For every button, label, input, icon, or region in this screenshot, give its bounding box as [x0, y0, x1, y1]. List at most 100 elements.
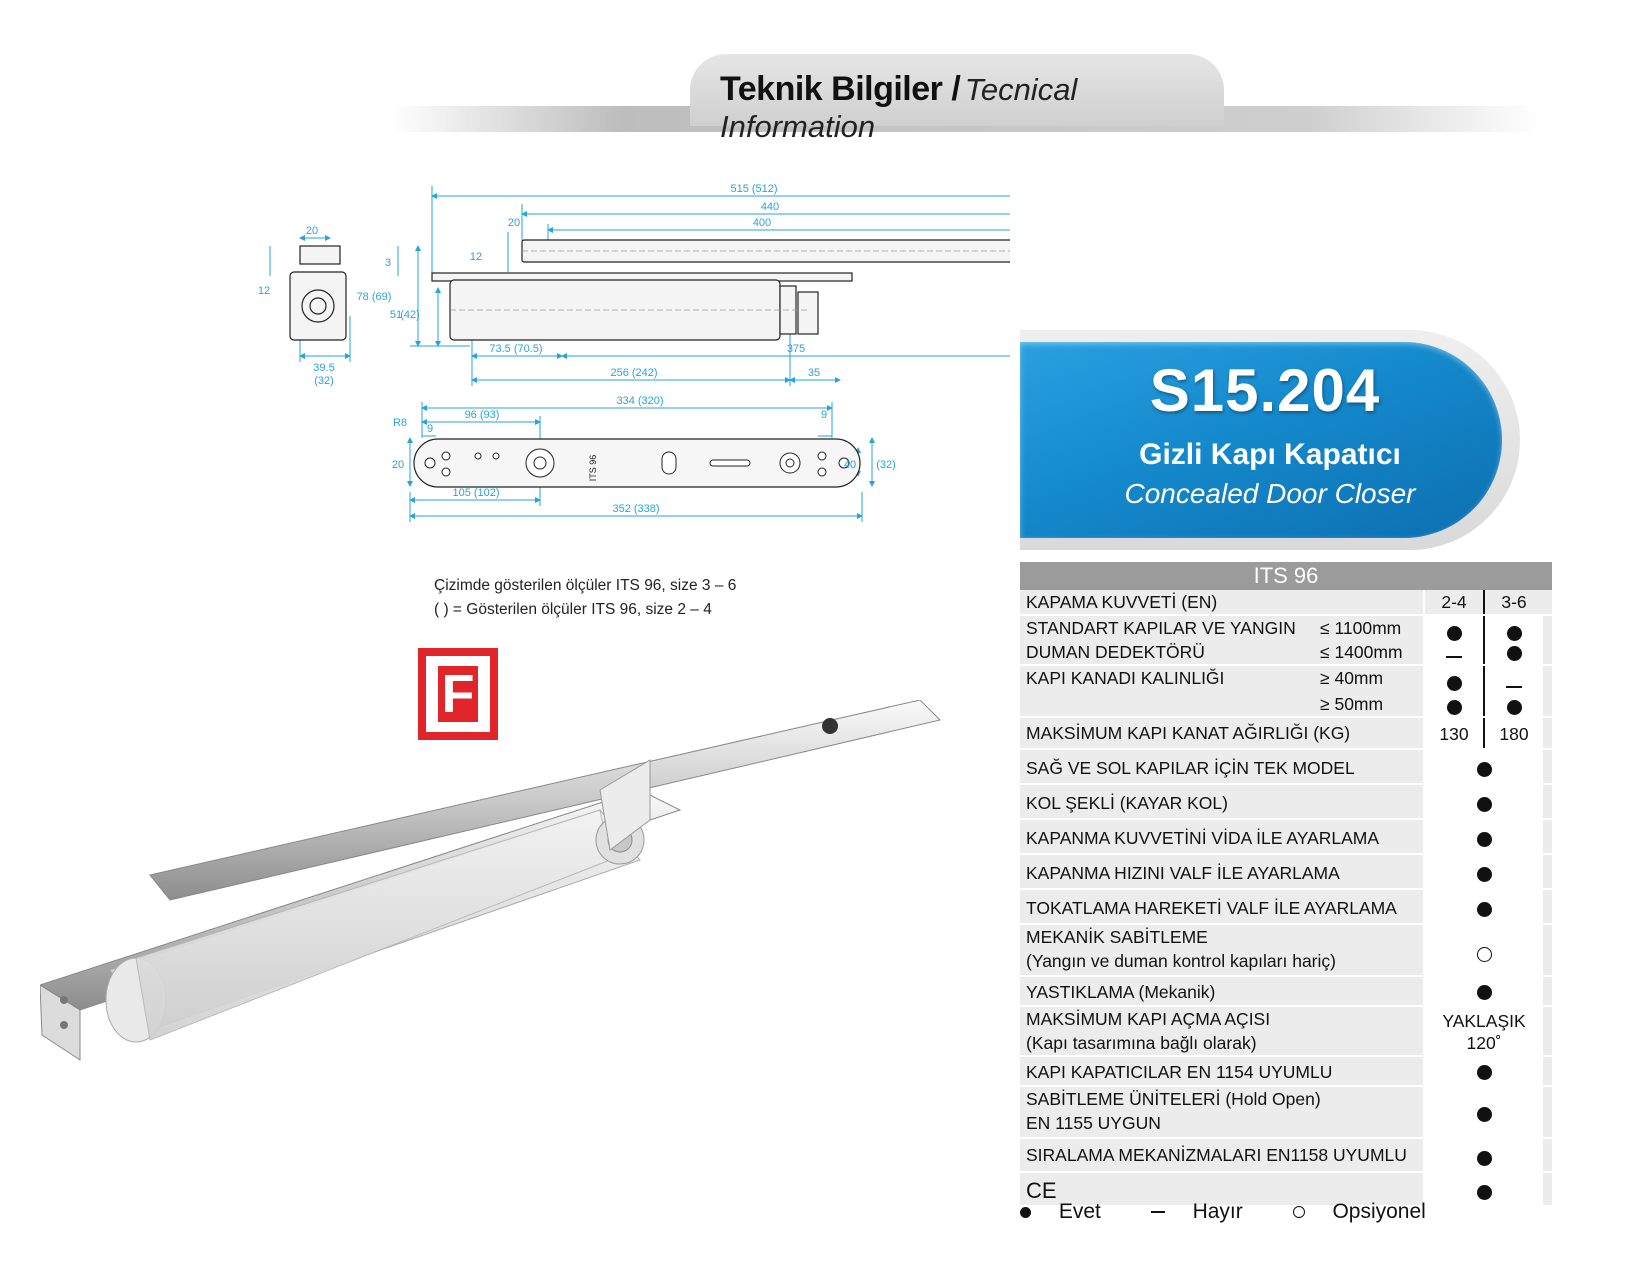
row-label: KAPANMA KUVVETİNİ VİDA İLE AYARLAMA [1026, 828, 1380, 848]
table-row: KAPI KAPATICILAR EN 1154 UYUMLU [1020, 1057, 1552, 1087]
yes-dot [1476, 1150, 1492, 1166]
optional-ring [1476, 946, 1492, 962]
dim-side-3: 39.5 [313, 362, 334, 374]
table-row: YASTIKLAMA (Mekanik) [1020, 977, 1552, 1007]
yes-dot [1476, 866, 1492, 882]
dim-side-2: 12 [258, 285, 270, 297]
yes-dot [1446, 699, 1462, 715]
dim-plate-top-4: 9 [821, 409, 827, 421]
row-label: SIRALAMA MEKANİZMALARI EN1158 UYUMLU [1026, 1145, 1407, 1165]
dim-bottom-1: 73.5 (70.5) [489, 343, 542, 355]
table-row: STANDART KAPILAR VE YANGIN DUMAN DEDEKTÖ… [1020, 616, 1552, 666]
dim-top-1: 515 (512) [730, 183, 777, 195]
table-row: KAPANMA KUVVETİNİ VİDA İLE AYARLAMA [1020, 820, 1552, 855]
row-label: KAPI KAPATICILAR EN 1154 UYUMLU [1026, 1062, 1333, 1082]
dim-plate-top-1: 96 (93) [465, 409, 500, 421]
yes-dot [1476, 1184, 1492, 1200]
dim-side-1: 20 [306, 225, 318, 237]
badge-letter: F [438, 666, 478, 722]
drawing-notes: Çizimde gösterilen ölçüler ITS 96, size … [434, 574, 736, 622]
row-label: YASTIKLAMA (Mekanik) [1026, 982, 1216, 1002]
header-tab [690, 54, 1224, 126]
yes-dot [1476, 984, 1492, 1000]
dim-plate-top-3: 9 [427, 423, 433, 435]
legend-yes-label: Evet [1058, 1200, 1101, 1223]
product-name-tr: Gizli Kapı Kapatıcı [1139, 438, 1401, 471]
cell-size-2-4: 2-4 [1441, 592, 1467, 612]
page-title: Teknik Bilgiler / Tecnical Information [720, 70, 1220, 145]
row-label-a: STANDART KAPILAR VE YANGIN [1026, 618, 1296, 638]
dim-plate-bottom-2: 352 (338) [612, 503, 659, 515]
row-label-b: DUMAN DEDEKTÖRÜ [1026, 642, 1205, 662]
spec-table: ITS 96 KAPAMA KUVVETİ (EN) 2-4 3-6 STAND… [1020, 562, 1552, 1207]
plate-mark: ITS 96 [588, 455, 598, 482]
note-line-2: ( ) = Gösterilen ölçüler ITS 96, size 2 … [434, 601, 712, 618]
dim-bottom-2: 375 [787, 343, 805, 355]
row-sub-b: ≥ 50mm [1320, 694, 1384, 714]
product-name-en: Concealed Door Closer [1124, 478, 1416, 509]
dim-side-8: (42) [400, 309, 420, 321]
row-label-b: (Yangın ve duman kontrol kapıları hariç) [1026, 951, 1336, 971]
row-label-a: MEKANİK SABİTLEME [1026, 927, 1208, 947]
dim-side-6: 3 [385, 257, 391, 269]
yes-dot [1476, 796, 1492, 812]
cell-weight-3-6: 180 [1499, 724, 1529, 744]
legend-dash-icon [1150, 1211, 1165, 1214]
row-label-b: EN 1155 UYGUN [1026, 1113, 1161, 1133]
legend-yes: Evet [1020, 1200, 1123, 1223]
row-label-a: SABİTLEME ÜNİTELERİ (Hold Open) [1026, 1089, 1321, 1109]
model-pill [1020, 342, 1502, 538]
table-row: MAKSİMUM KAPI AÇMA AÇISI (Kapı tasarımın… [1020, 1007, 1552, 1057]
dim-side-9: 12 [470, 251, 482, 263]
note-line-1: Çizimde gösterilen ölçüler ITS 96, size … [434, 577, 737, 594]
row-label: MAKSİMUM KAPI KANAT AĞIRLIĞI (KG) [1026, 723, 1351, 743]
row-label: KOL ŞEKLİ (KAYAR KOL) [1026, 793, 1228, 813]
dim-side-5: 78 (69) [357, 291, 392, 303]
title-english: Tecnical Information [720, 72, 1078, 144]
yes-dot [1506, 699, 1522, 715]
legend-dot-icon [1020, 1206, 1031, 1218]
technical-drawing: ITS 96 515 (512) 440 20 400 20 12 39.5 (… [258, 183, 1010, 522]
row-label: TOKATLAMA HAREKETİ VALF İLE AYARLAMA [1026, 898, 1397, 918]
yes-dot [1476, 901, 1492, 917]
title-turkish: Teknik Bilgiler / [720, 70, 961, 108]
dim-side-7: 51 [390, 309, 402, 321]
cell-weight-2-4: 130 [1439, 724, 1469, 744]
row-label-b: (Kapı tasarımına bağlı olarak) [1026, 1033, 1257, 1053]
dim-plate-bottom-1: 105 (102) [452, 487, 499, 499]
row-sub-a: ≥ 40mm [1320, 668, 1384, 688]
fire-rated-badge: F [418, 648, 498, 740]
yes-dot [1476, 831, 1492, 847]
legend-opt-label: Opsiyonel [1332, 1200, 1426, 1223]
dim-bottom-4: 35 [808, 367, 820, 379]
table-row: TOKATLAMA HAREKETİ VALF İLE AYARLAMA [1020, 890, 1552, 925]
dim-plate-side-2: 40 [844, 459, 856, 471]
yes-dot [1476, 761, 1492, 777]
ce-mark: CE [1026, 1178, 1057, 1203]
cell-size-3-6: 3-6 [1501, 592, 1527, 612]
legend-ring-icon [1292, 1206, 1305, 1219]
dim-bottom-3: 256 (242) [610, 367, 657, 379]
table-row: KOL ŞEKLİ (KAYAR KOL) [1020, 785, 1552, 820]
table-row: SABİTLEME ÜNİTELERİ (Hold Open) EN 1155 … [1020, 1087, 1552, 1139]
yes-dot [1506, 645, 1522, 661]
no-dash [1446, 656, 1462, 659]
legend-optional: Opsiyonel [1292, 1200, 1448, 1223]
table-row: KAPANMA HIZINI VALF İLE AYARLAMA [1020, 855, 1552, 890]
legend-no: Hayır [1150, 1200, 1265, 1223]
yes-dot [1476, 1064, 1492, 1080]
no-dash [1506, 686, 1522, 689]
table-row: CE [1020, 1173, 1552, 1207]
yes-dot [1476, 1106, 1492, 1122]
table-row: KAPI KANADI KALINLIĞI ≥ 40mm ≥ 50mm [1020, 666, 1552, 718]
angle-value-b: 120˚ [1466, 1033, 1502, 1053]
row-label-a: MAKSİMUM KAPI AÇMA AÇISI [1026, 1009, 1271, 1029]
dim-top-2: 440 [761, 201, 779, 213]
table-row: SAĞ VE SOL KAPILAR İÇİN TEK MODEL [1020, 750, 1552, 785]
angle-value-a: YAKLAŞIK [1442, 1011, 1526, 1031]
row-label: KAPAMA KUVVETİ (EN) [1026, 592, 1218, 612]
row-label: KAPANMA HIZINI VALF İLE AYARLAMA [1026, 863, 1340, 883]
table-row: SIRALAMA MEKANİZMALARI EN1158 UYUMLU [1020, 1139, 1552, 1173]
row-label: KAPI KANADI KALINLIĞI [1026, 668, 1225, 688]
product-code: S15.204 [1149, 357, 1381, 424]
